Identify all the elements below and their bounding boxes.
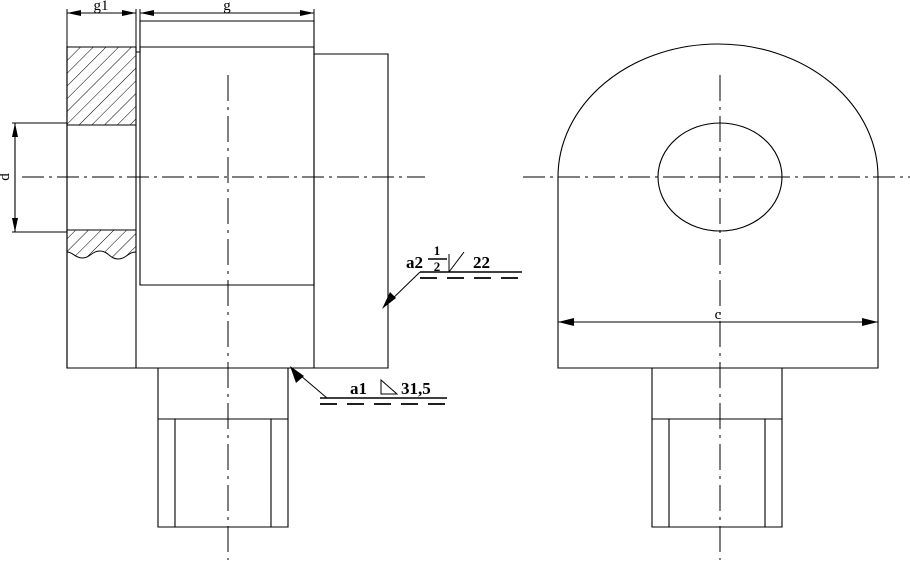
flatness-triangle-icon xyxy=(380,378,399,395)
annotation-a2: a2 1 2 22 xyxy=(382,243,522,309)
left-section-view: g1 g d xyxy=(0,0,522,560)
left-stem xyxy=(157,367,289,528)
dimension-d: d xyxy=(0,122,67,233)
right-body-outline xyxy=(557,43,879,369)
annotation-a2-denominator: 2 xyxy=(434,259,441,274)
annotation-a2-value: 22 xyxy=(473,253,490,272)
surface-finish-tick-icon xyxy=(448,251,465,273)
annotation-a1: a1 31,5 xyxy=(290,366,447,405)
annotation-a1-prefix: a1 xyxy=(350,379,367,398)
dimension-label-g: g xyxy=(223,0,231,14)
annotation-a1-value: 31,5 xyxy=(401,379,431,398)
dimension-c: c xyxy=(558,307,878,326)
right-front-view: c xyxy=(523,43,910,560)
annotation-a2-prefix: a2 xyxy=(406,253,423,272)
right-stem xyxy=(651,367,783,528)
dimension-g: g xyxy=(139,0,315,52)
dimension-g1: g1 xyxy=(66,0,137,50)
dimension-label-c: c xyxy=(715,307,722,323)
hatched-section-lower xyxy=(66,229,137,260)
hatched-section-upper xyxy=(66,47,137,126)
dimension-label-g1: g1 xyxy=(94,0,109,14)
annotation-a2-numerator: 1 xyxy=(434,243,441,258)
dimension-label-d: d xyxy=(0,173,13,181)
